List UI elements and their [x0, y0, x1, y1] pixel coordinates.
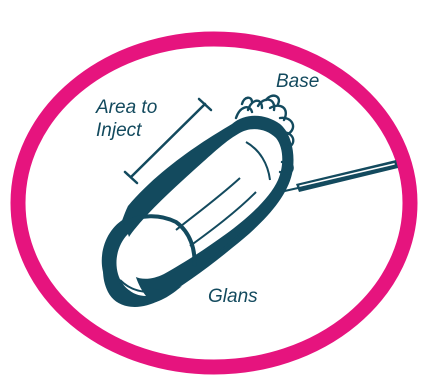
label-base: Base [276, 70, 319, 93]
label-glans: Glans [208, 285, 258, 308]
label-area-line-2: Inject [96, 119, 157, 142]
label-area-line-1: Area to [96, 96, 157, 119]
label-area-to-inject: Area to Inject [96, 96, 157, 142]
syringe-barrel-highlight [300, 164, 394, 186]
syringe-barrel [296, 160, 398, 192]
